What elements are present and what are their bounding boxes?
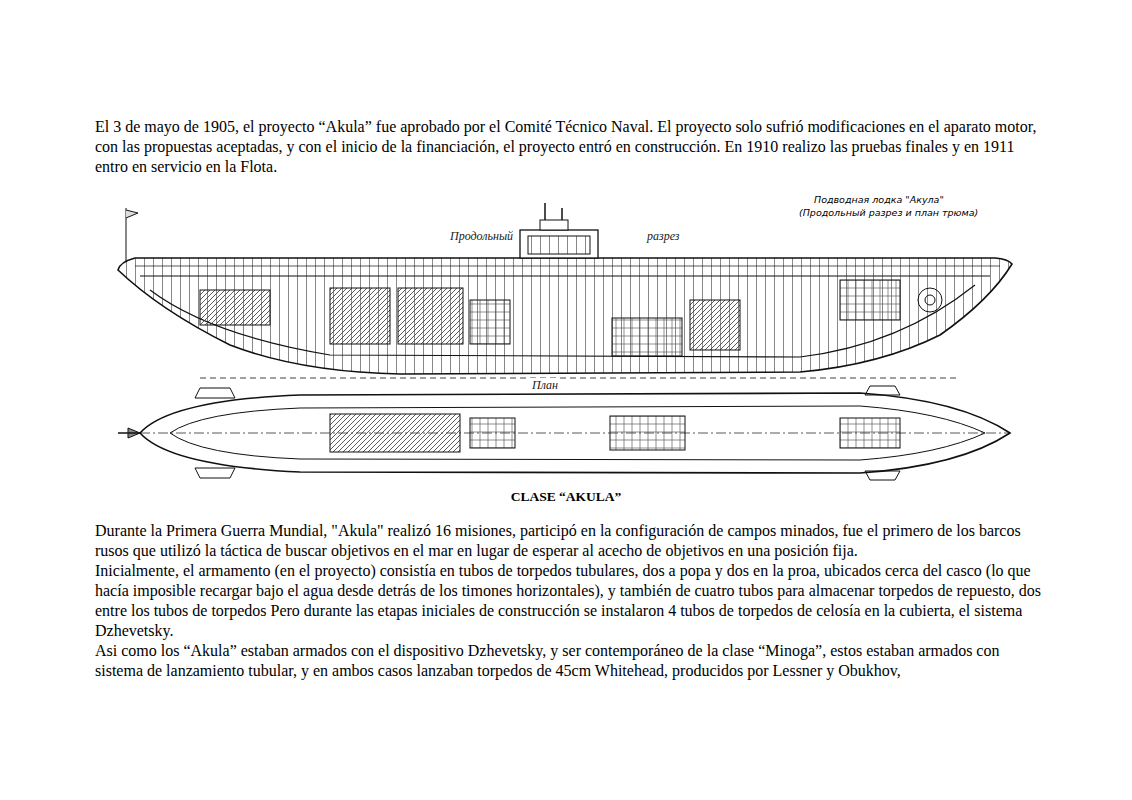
view-label: Продольный: [448, 229, 515, 243]
view-label-slot: разрез: [645, 229, 682, 243]
view-label-slot: План: [530, 378, 560, 392]
side-view: [118, 203, 1018, 378]
plan-view: [118, 386, 1010, 480]
paragraph: Inicialmente, el armamento (en el proyec…: [95, 561, 1045, 641]
text-flow: Durante la Primera Guerra Mundial, "Akul…: [95, 521, 1045, 681]
drawing-subtitle-slot: (Продольный разрез и план трюма): [797, 207, 980, 219]
paragraph-slot: El 3 de mayo de 1905, el proyecto “Akula…: [95, 117, 1045, 177]
view-label: План: [530, 378, 560, 392]
drawing-title-slot: Подводная лодка "Акула": [812, 194, 946, 206]
caption-slot: CLASE “AKULA”: [0, 489, 1132, 505]
view-label-slot: Продольный: [448, 229, 515, 243]
drawing-subtitle: (Продольный разрез и план трюма): [797, 207, 980, 219]
view-label: разрез: [645, 229, 682, 243]
paragraph: El 3 de mayo de 1905, el proyecto “Akula…: [95, 117, 1045, 177]
paragraph: Asi como los “Akula” estaban armados con…: [95, 641, 1045, 681]
drawing-title: Подводная лодка "Акула": [812, 194, 946, 206]
paragraph: Durante la Primera Guerra Mundial, "Akul…: [95, 521, 1045, 561]
figure-caption: CLASE “AKULA”: [0, 489, 1132, 505]
